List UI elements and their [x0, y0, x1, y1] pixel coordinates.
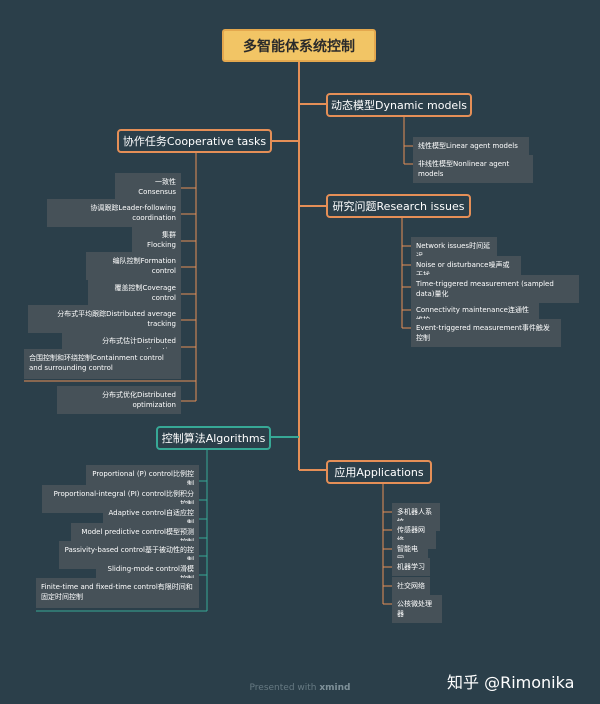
leaf-app-4[interactable]: 机器学习: [392, 558, 430, 576]
root-topic[interactable]: 多智能体系统控制: [222, 29, 376, 62]
footer-credit: Presented with xmind: [0, 683, 600, 693]
topic-dynamic-models[interactable]: 动态模型Dynamic models: [326, 93, 472, 117]
leaf-coop-1[interactable]: 一致性Consensus: [115, 173, 181, 201]
leaf-coop-9[interactable]: 分布式优化Distributed optimization: [57, 386, 181, 414]
leaf-research-3[interactable]: Time-triggered measurement (sampled data…: [411, 275, 579, 303]
leaf-coop-3[interactable]: 集群Flocking: [132, 226, 181, 254]
leaf-coop-8[interactable]: 合围控制和环绕控制Containment control and surroun…: [24, 349, 181, 379]
leaf-dynamic-2[interactable]: 非线性模型Nonlinear agent models: [413, 155, 533, 183]
leaf-research-5[interactable]: Event-triggered measurement事件触发控制: [411, 319, 561, 347]
leaf-alg-7[interactable]: Finite-time and fixed-time control有限时间和固…: [36, 578, 199, 608]
leaf-coop-5[interactable]: 覆盖控制Coverage control: [88, 279, 181, 307]
topic-algorithms[interactable]: 控制算法Algorithms: [156, 426, 271, 450]
topic-applications[interactable]: 应用Applications: [326, 460, 432, 484]
leaf-coop-2[interactable]: 协调跟踪Leader-following coordination: [47, 199, 181, 227]
topic-cooperative-tasks[interactable]: 协作任务Cooperative tasks: [117, 129, 272, 153]
leaf-dynamic-1[interactable]: 线性模型Linear agent models: [413, 137, 529, 155]
leaf-coop-4[interactable]: 编队控制Formation control: [86, 252, 181, 280]
xmind-brand: xmind: [319, 683, 351, 693]
watermark: 知乎 @Rimonika: [447, 673, 575, 692]
leaf-coop-6[interactable]: 分布式平均跟踪Distributed average tracking: [28, 305, 181, 333]
topic-research-issues[interactable]: 研究问题Research issues: [326, 194, 471, 218]
leaf-app-6[interactable]: 公核微处理器: [392, 595, 442, 623]
footer-prefix: Presented with: [249, 683, 320, 693]
leaf-app-5[interactable]: 社交网络: [392, 577, 430, 595]
